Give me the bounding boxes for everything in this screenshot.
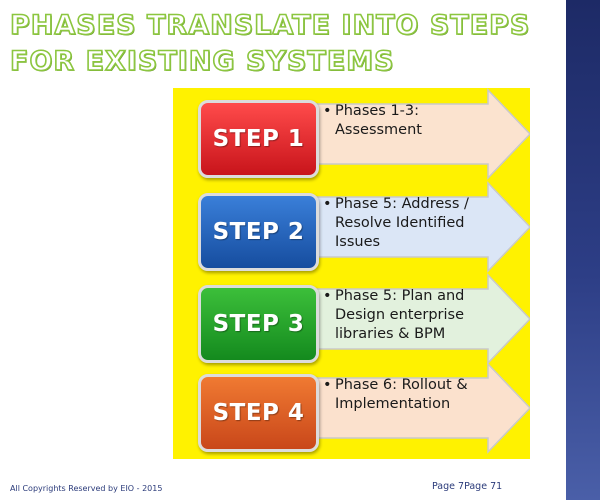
step-2-text: Phase 5: Address / Resolve Identified Is… bbox=[335, 196, 469, 250]
title-line-1: Phases Translate into Steps bbox=[9, 9, 531, 42]
step-row-1: STEP 1 • Phases 1-3: Assessment bbox=[173, 88, 530, 180]
steps-diagram: STEP 1 • Phases 1-3: Assessment STEP 2 •… bbox=[173, 88, 530, 459]
step-arrow-2 bbox=[302, 181, 530, 273]
slide-title: Phases Translate into Steps For Existing… bbox=[9, 8, 531, 80]
page-number: Page 7Page 71 bbox=[432, 481, 503, 492]
bullet-2: • bbox=[323, 196, 332, 212]
step-4-label: STEP 4 bbox=[212, 400, 305, 426]
step-3-box: STEP 3 bbox=[198, 285, 319, 363]
step-row-4: STEP 4 • Phase 6: Rollout & Implementati… bbox=[173, 362, 530, 454]
copyright-notice: All Copyrights Reserved by EIO - 2015 bbox=[10, 484, 163, 493]
step-row-3: STEP 3 • Phase 5: Plan and Design enterp… bbox=[173, 273, 530, 365]
step-1-description: • Phases 1-3: Assessment bbox=[323, 102, 509, 140]
step-row-2: STEP 2 • Phase 5: Address / Resolve Iden… bbox=[173, 181, 530, 273]
step-arrow-3 bbox=[302, 273, 530, 365]
step-4-box: STEP 4 bbox=[198, 374, 319, 452]
step-2-label: STEP 2 bbox=[212, 219, 305, 245]
bullet-3: • bbox=[323, 288, 332, 304]
bullet-1: • bbox=[323, 103, 332, 119]
step-arrow-4 bbox=[302, 362, 530, 454]
step-4-description: • Phase 6: Rollout & Implementation bbox=[323, 376, 509, 414]
title-line-2: For Existing Systems bbox=[9, 45, 395, 78]
step-1-box: STEP 1 bbox=[198, 100, 319, 178]
step-3-description: • Phase 5: Plan and Design enterprise li… bbox=[323, 287, 509, 344]
bullet-4: • bbox=[323, 377, 332, 393]
step-4-text: Phase 6: Rollout & Implementation bbox=[335, 377, 468, 412]
step-2-description: • Phase 5: Address / Resolve Identified … bbox=[323, 195, 509, 252]
step-1-text: Phases 1-3: Assessment bbox=[335, 103, 422, 138]
step-arrow-1 bbox=[302, 88, 530, 180]
step-3-text: Phase 5: Plan and Design enterprise libr… bbox=[335, 288, 465, 342]
side-decoration-band bbox=[566, 0, 600, 500]
step-1-label: STEP 1 bbox=[212, 126, 305, 152]
step-3-label: STEP 3 bbox=[212, 311, 305, 337]
step-2-box: STEP 2 bbox=[198, 193, 319, 271]
